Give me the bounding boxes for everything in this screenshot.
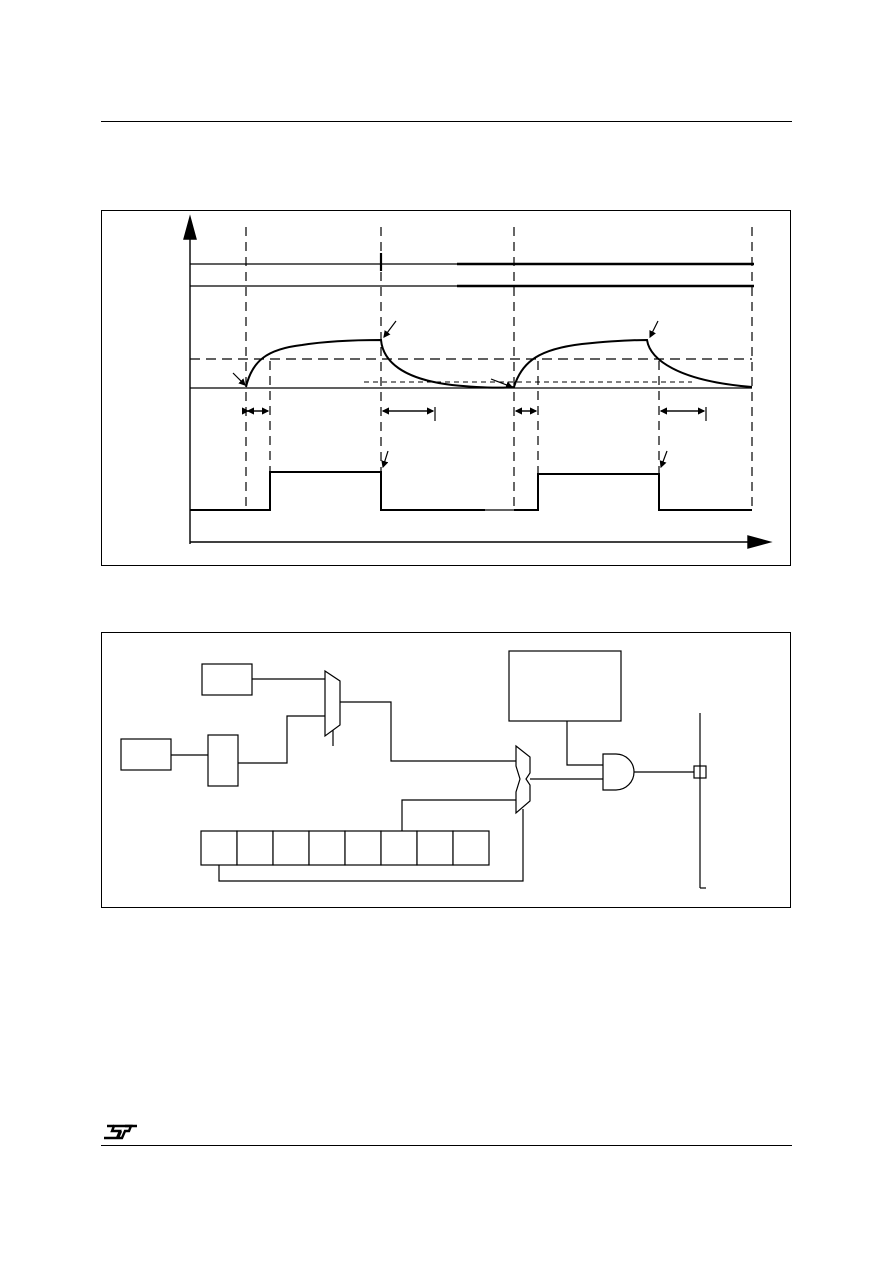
dashed-time-markers xyxy=(245,227,753,511)
x-axis-arrowhead xyxy=(747,535,773,549)
capacitor-charge-curve xyxy=(245,338,753,389)
register-bit xyxy=(308,830,346,866)
y-axis-arrowhead xyxy=(183,214,197,240)
delay-arrows xyxy=(242,407,707,421)
output-pulse-trace xyxy=(514,473,752,511)
st-logo-icon xyxy=(104,1124,137,1140)
register-bit xyxy=(344,830,382,866)
source-block-a xyxy=(201,663,253,696)
prescaler-block xyxy=(207,734,239,787)
event-arrow xyxy=(490,378,514,389)
event-arrow xyxy=(659,450,668,469)
output-mux xyxy=(515,744,531,815)
block-diagram xyxy=(120,650,707,889)
register-bits xyxy=(200,830,490,866)
threshold-level xyxy=(190,358,752,389)
event-arrow xyxy=(649,320,659,339)
register-bit xyxy=(416,830,454,866)
source-block-b xyxy=(120,738,172,771)
event-arrows xyxy=(232,320,668,469)
register-bit xyxy=(236,830,274,866)
event-arrow xyxy=(232,372,246,386)
output-pulse-trace xyxy=(190,471,485,511)
register-bit xyxy=(380,830,418,866)
block-diagram-frame xyxy=(101,632,791,908)
footer-rule xyxy=(101,1145,792,1146)
and-gate xyxy=(602,753,635,791)
register-bit xyxy=(200,830,238,866)
input-mux xyxy=(324,669,341,738)
header-rule xyxy=(101,121,792,122)
control-block xyxy=(508,650,622,722)
event-arrow xyxy=(383,320,397,338)
register-bit xyxy=(272,830,310,866)
event-arrow xyxy=(381,450,389,469)
register-bit xyxy=(452,830,490,866)
timing-diagram xyxy=(183,214,773,549)
signal-level-trace xyxy=(190,253,754,288)
timing-diagram-frame xyxy=(101,210,791,566)
axes xyxy=(183,214,773,549)
